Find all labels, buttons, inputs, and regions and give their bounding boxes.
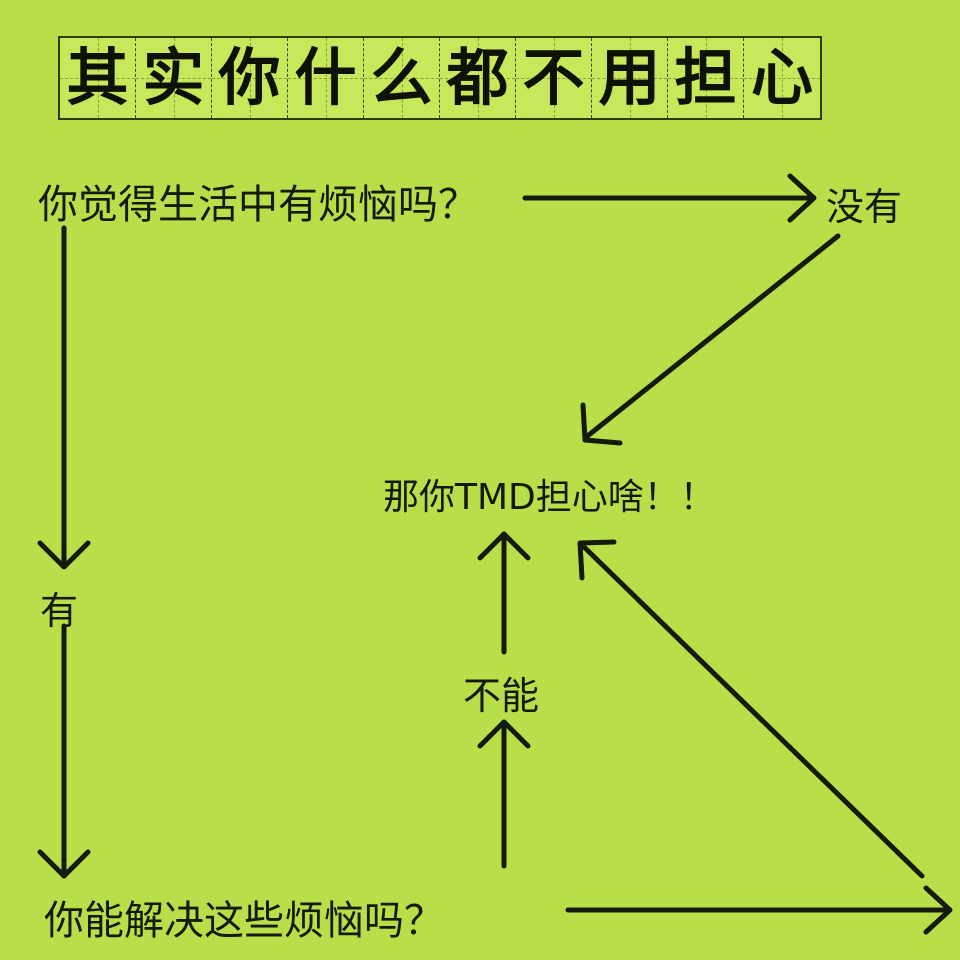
title-char-text: 么 <box>370 41 433 114</box>
arrow-no-to-center-shaft <box>582 233 841 441</box>
conclusion-text: 那你TMD担心啥！！ <box>383 477 716 518</box>
title-char-0: 其 <box>60 38 136 118</box>
title-char-text: 其 <box>66 41 129 114</box>
question-have-troubles: 你觉得生活中有烦恼吗？ <box>38 182 478 228</box>
title-char-8: 担 <box>668 38 744 118</box>
arrow-cannot-to-center-head <box>477 531 531 561</box>
arrow-no-to-center-head <box>580 402 623 446</box>
title-char-3: 什 <box>288 38 364 118</box>
title-char-text: 担 <box>674 41 737 114</box>
title-char-4: 么 <box>364 38 440 118</box>
arrow-q1-to-yes-head <box>37 540 91 570</box>
arrow-yes-to-q2-head <box>37 849 91 879</box>
arrow-right-to-center-shaft <box>579 542 925 879</box>
title-char-text: 都 <box>446 41 509 114</box>
title-char-7: 用 <box>592 38 668 118</box>
answer-no: 没有 <box>826 185 903 229</box>
title-char-5: 都 <box>440 38 516 118</box>
answer-cannot: 不能 <box>463 674 540 718</box>
arrow-q2-to-cannot-head <box>477 719 531 749</box>
title-char-text: 什 <box>294 41 357 114</box>
arrow-right-to-center-head <box>577 539 617 581</box>
arrow-q2-to-right-head <box>923 885 953 935</box>
title-char-text: 实 <box>142 41 205 114</box>
arrow-q2-to-cannot <box>477 719 531 869</box>
title-char-1: 实 <box>136 38 212 118</box>
answer-yes: 有 <box>40 589 79 633</box>
arrow-q2-to-right <box>565 885 953 935</box>
title-grid: 其实你什么都不用担心 <box>58 36 822 120</box>
title-char-9: 心 <box>744 38 820 118</box>
title-char-text: 心 <box>750 41 813 114</box>
question-can-solve: 你能解决这些烦恼吗？ <box>44 898 444 944</box>
arrow-q1-to-yes <box>37 225 91 570</box>
title-char-text: 你 <box>218 41 281 114</box>
title-char-text: 用 <box>598 41 661 114</box>
arrow-yes-to-q2 <box>37 623 91 879</box>
title-char-2: 你 <box>212 38 288 118</box>
arrow-q1-to-no-head <box>787 173 817 223</box>
arrow-no-to-center <box>580 233 841 446</box>
title-char-6: 不 <box>516 38 592 118</box>
title-char-text: 不 <box>522 41 585 114</box>
arrow-cannot-to-center <box>477 531 531 655</box>
arrow-q1-to-no <box>522 173 817 223</box>
arrow-right-to-center <box>577 539 925 879</box>
